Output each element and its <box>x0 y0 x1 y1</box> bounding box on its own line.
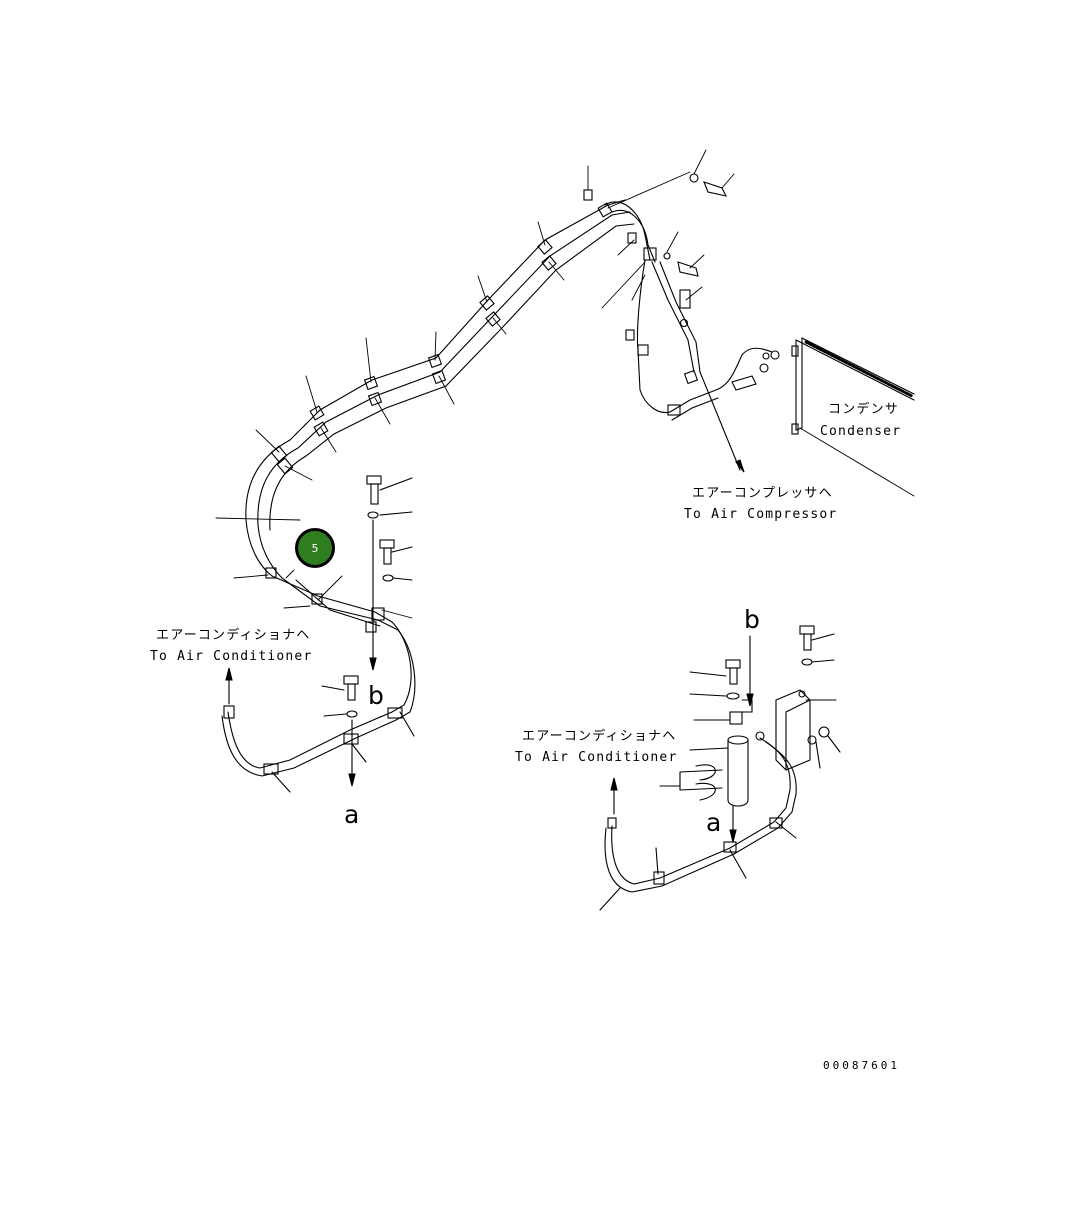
aircon-left-label-en: To Air Conditioner <box>150 649 313 664</box>
condenser-label-jp: コンデンサ <box>828 402 900 417</box>
top-hardware <box>583 173 769 391</box>
middle-bolts <box>366 475 413 671</box>
condenser-unit <box>791 337 915 435</box>
lower-left-hose <box>221 621 416 793</box>
aircon-left-label-jp: エアーコンディショナヘ <box>156 628 311 643</box>
leader-lines <box>215 149 915 619</box>
compressor-label-en: To Air Compressor <box>684 507 838 522</box>
connection-letter-b-detail: b <box>744 605 760 634</box>
condenser-label-en: Condenser <box>820 424 902 439</box>
aircon-right-label-jp: エアーコンディショナヘ <box>522 729 677 744</box>
upper-right-hoses <box>604 201 780 473</box>
connection-letter-a-main: a <box>344 800 360 829</box>
part-callout-5[interactable]: 5 <box>295 528 335 568</box>
drawing-number: 00087601 <box>823 1059 900 1072</box>
hose-bundle <box>245 199 635 631</box>
connection-letter-b-main: b <box>368 681 384 710</box>
connection-letter-a-detail: a <box>706 808 722 837</box>
receiver-detail <box>599 625 841 911</box>
compressor-label-jp: エアーコンプレッサヘ <box>692 486 833 501</box>
aircon-right-label-en: To Air Conditioner <box>515 750 678 765</box>
